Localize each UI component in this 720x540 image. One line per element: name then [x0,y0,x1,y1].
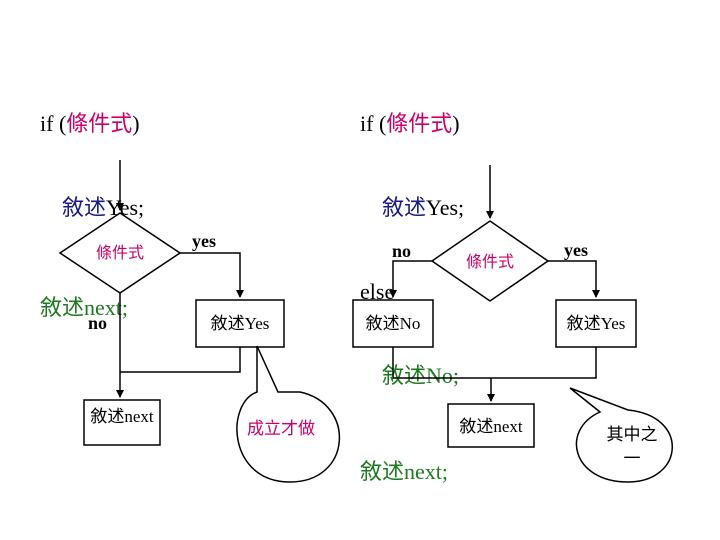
left-if-close: ) [132,111,140,136]
right-merge-line [392,347,597,379]
right-flowchart [352,165,637,448]
left-merge-line [120,347,241,373]
left-yes-label: yes [192,231,216,251]
left-next-box [83,399,161,446]
left-yes-box [195,299,285,348]
right-if-keyword: if ( [360,111,387,136]
right-next-cjk: 敘述 [360,459,405,484]
right-if-line: if (條件式) [360,110,464,138]
left-if-keyword: if ( [40,111,67,136]
right-yes-arrow [548,260,600,298]
left-if-line: if (條件式) [40,110,144,138]
left-yes-arrow [180,252,244,298]
right-callout-line2: 一 [624,449,641,468]
right-next-line: 敘述next; [360,458,464,486]
right-next-box [447,403,535,448]
right-stmt-yes-en: Yes; [426,195,465,220]
right-callout-line1: 其中之 [607,425,658,444]
right-stmt-no-cjk: 敘述 [382,363,427,388]
right-stmt-no-line: 敘述No; [360,362,464,390]
right-no-label: no [392,241,411,261]
right-no-arrow [389,260,432,298]
right-yes-label: yes [564,240,588,260]
right-yes-box [555,299,637,348]
left-stmt-yes-cjk: 敘述 [62,195,107,220]
left-no-label: no [88,313,107,333]
left-decision-label: 條件式 [96,244,144,262]
right-no-box-label: 敘述No [366,314,421,333]
right-if-close: ) [452,111,460,136]
left-callout-text: 成立才做 [247,419,315,438]
left-flowchart [58,160,285,446]
left-yes-box-label: 敘述Yes [211,314,270,333]
right-condition: 條件式 [386,111,453,136]
left-callout-bubble [236,345,341,483]
right-decision-diamond [430,220,550,302]
right-no-box [352,299,434,348]
right-decision-label: 條件式 [466,253,514,271]
right-next-box-label: 敘述next [459,417,523,436]
right-stmt-yes-cjk: 敘述 [382,195,427,220]
left-condition: 條件式 [66,111,133,136]
right-callout-bubble [569,387,673,483]
left-next-box-label: 敘述next [90,407,154,426]
right-next-en: next; [404,459,449,484]
right-yes-box-label: 敘述Yes [567,314,626,333]
right-stmt-yes-line: 敘述Yes; [360,194,464,222]
left-next-cjk: 敘述 [40,295,85,320]
right-stmt-no-en: No; [426,363,460,388]
